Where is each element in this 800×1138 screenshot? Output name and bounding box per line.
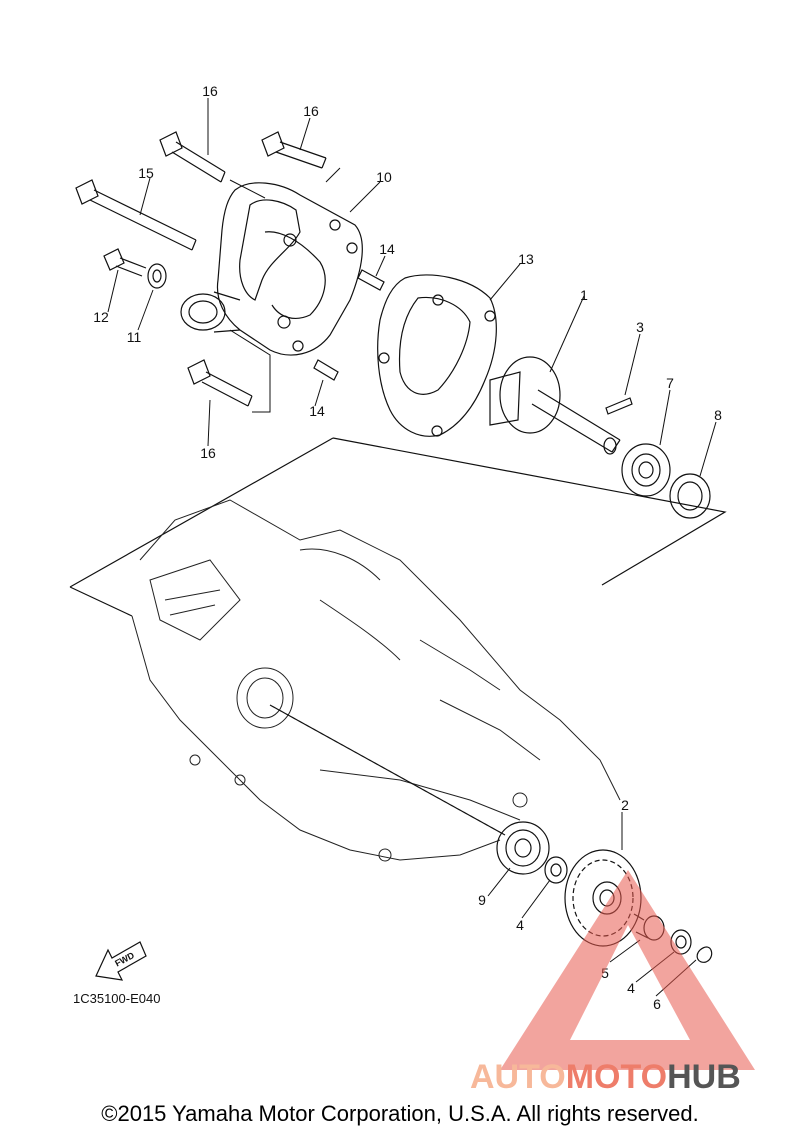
leader-lines <box>107 98 717 997</box>
part-code: 1C35100-E040 <box>73 991 160 1006</box>
circlip-6 <box>696 946 713 963</box>
callout-9: 9 <box>478 892 486 908</box>
bearing-9 <box>496 821 550 875</box>
dowel-pin-14-top <box>357 269 385 291</box>
callout-5: 5 <box>601 965 609 981</box>
dowel-pin-14-bottom <box>313 359 339 381</box>
bolt-16-bottom <box>187 359 253 407</box>
pump-cover <box>180 182 363 356</box>
pin-3 <box>605 397 633 415</box>
watermark-moto: MOTO <box>566 1058 667 1096</box>
callout-14-bottom: 14 <box>309 403 325 419</box>
callout-16-bottom: 16 <box>200 445 216 461</box>
washer-11 <box>147 263 167 289</box>
callout-7: 7 <box>666 375 674 391</box>
svg-text:AUTOMOTOHUB: AUTOMOTOHUB <box>470 1058 741 1096</box>
callout-16-top-right: 16 <box>303 103 319 119</box>
callout-10: 10 <box>376 169 392 185</box>
oil-seal-8 <box>669 473 711 519</box>
crankcase <box>131 499 621 862</box>
callout-13: 13 <box>518 251 534 267</box>
callout-1: 1 <box>580 287 588 303</box>
exploded-frame-outline <box>69 437 727 617</box>
callout-11: 11 <box>127 329 142 345</box>
callout-14-top: 14 <box>379 241 395 257</box>
callout-4-lower: 4 <box>627 980 635 996</box>
callout-6: 6 <box>653 996 661 1012</box>
watermark-auto: AUTO <box>470 1058 566 1096</box>
watermark-hub: HUB <box>667 1058 741 1096</box>
bolt-16-top-right <box>261 131 327 169</box>
callout-3: 3 <box>636 319 644 335</box>
gasket-13 <box>377 274 497 437</box>
callout-4-upper: 4 <box>516 917 524 933</box>
fwd-arrow-icon: FWD <box>95 941 147 981</box>
callout-2: 2 <box>621 797 629 813</box>
impeller-shaft-1 <box>489 356 621 455</box>
washer-4-upper <box>544 856 568 884</box>
shaft-axis-line <box>269 704 506 836</box>
bolt-12 <box>103 248 147 277</box>
copyright-text: ©2015 Yamaha Motor Corporation, U.S.A. A… <box>101 1101 699 1126</box>
callout-16-top-left: 16 <box>202 83 218 99</box>
callout-labels: 1 2 3 4 4 5 6 7 8 9 10 11 12 13 14 14 15… <box>93 83 722 1012</box>
bearing-7 <box>621 443 671 497</box>
bolt-16-top-left <box>159 131 226 183</box>
callout-8: 8 <box>714 407 722 423</box>
watermark-logo: AUTOMOTOHUB <box>470 870 755 1096</box>
bolt-15 <box>75 179 197 251</box>
callout-15: 15 <box>138 165 154 181</box>
callout-12: 12 <box>93 309 109 325</box>
